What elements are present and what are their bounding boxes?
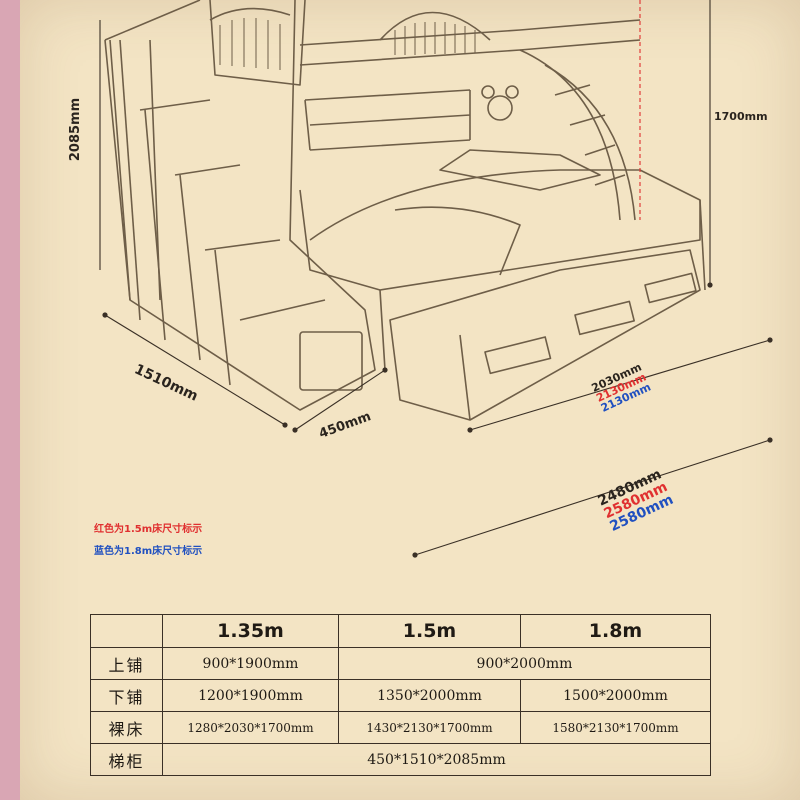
table-cell: 900*1900mm [162, 647, 339, 680]
table-cell: 1280*2030*1700mm [162, 711, 339, 744]
table-row: 裸床 1280*2030*1700mm 1430*2130*1700mm 158… [90, 711, 711, 744]
table-cell: 1350*2000mm [338, 679, 521, 712]
legend-blue-note: 蓝色为1.8m床尺寸标示 [94, 546, 203, 557]
table-cell: 1500*2000mm [520, 679, 711, 712]
bunk-bed-drawing [99, 0, 773, 558]
table-cell: 1430*2130*1700mm [338, 711, 521, 744]
row-label-bare-bed: 裸床 [90, 711, 163, 744]
table-cell: 1580*2130*1700mm [520, 711, 711, 744]
header-cell-1-5m: 1.5m [338, 614, 521, 648]
table-cell: 900*2000mm [338, 647, 711, 680]
dim-height-bed: 1700mm [714, 110, 768, 123]
spec-table: 1.35m 1.5m 1.8m 上铺 900*1900mm 900*2000mm… [90, 614, 711, 776]
table-row: 上铺 900*1900mm 900*2000mm [90, 647, 711, 680]
header-cell-1-8m: 1.8m [520, 614, 711, 648]
table-row: 下铺 1200*1900mm 1350*2000mm 1500*2000mm [90, 679, 711, 712]
row-label-stair-cabinet: 梯柜 [90, 743, 163, 776]
legend-red-note: 红色为1.5m床尺寸标示 [94, 524, 203, 535]
table-row: 梯柜 450*1510*2085mm [90, 743, 711, 776]
spec-table-header: 1.35m 1.5m 1.8m [90, 614, 711, 648]
header-cell-1-35m: 1.35m [162, 614, 339, 648]
table-cell: 1200*1900mm [162, 679, 339, 712]
header-cell-empty [90, 614, 163, 648]
row-label-upper-bunk: 上铺 [90, 647, 163, 680]
dim-height-total: 2085mm [68, 97, 84, 162]
row-label-lower-bunk: 下铺 [90, 679, 163, 712]
table-cell: 450*1510*2085mm [162, 743, 711, 776]
